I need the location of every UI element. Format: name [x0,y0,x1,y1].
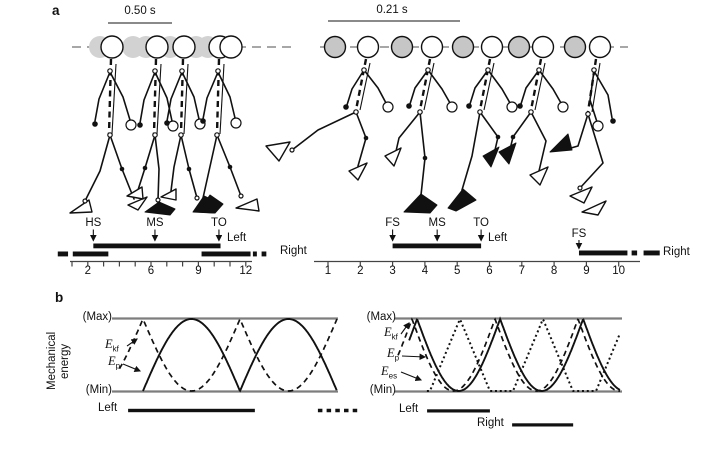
walking-head [219,35,243,59]
running-figure-to [447,58,518,212]
running-head-shaded [507,35,531,59]
walking-ep-label: Ep [108,354,121,371]
running-scale-label: 0.21 s [376,4,408,16]
running-head-shaded [451,35,475,59]
energy-curve-Ekf [118,317,338,392]
running-head [588,35,612,59]
energy-curve-Ees [426,317,621,392]
running-ees-label: Ees [381,364,398,381]
running-head-shaded [323,35,347,59]
running-ruler-tick-label: 4 [421,265,429,277]
running-left-stance-bar [392,243,482,249]
running-footer-right-label: Right [477,417,504,429]
running-ekf-arrow [400,322,410,335]
running-event-ms: MS [428,217,446,229]
running-head [531,35,555,59]
footer-right-stance-bar [512,423,574,427]
running-ruler-tick-label: 6 [486,265,493,277]
walking-figure-3 [160,58,222,214]
running-ruler-tick-label: 10 [612,265,626,277]
running-head-shaded [390,35,414,59]
running-head [356,35,380,59]
panel-b-label: b [55,290,64,305]
running-ruler-tick-label: 9 [583,265,590,277]
walking-figure-ms [126,58,179,216]
walking-ruler-tick-label: 12 [239,265,253,277]
running-min-label: (Min) [369,384,396,396]
walking-right-stance-bar-segment [252,251,257,257]
walking-ruler-tick-label: 2 [84,265,91,277]
panel-a-label: a [52,3,60,18]
walking-figure-to [197,58,260,214]
running-stick-figures [265,58,616,216]
running-head-circles [323,35,612,59]
running-head [480,35,504,59]
walking-ep-arrow [122,363,142,372]
walking-stick-figures [69,58,260,216]
running-left-stance-label: Left [488,232,508,244]
running-head [420,35,444,59]
walking-right-stance-bar-segment [261,251,267,257]
running-figure-fs [384,58,458,214]
running-ruler-tick-label: 3 [389,265,396,277]
running-ruler-tick-label: 7 [518,265,525,277]
running-ep-arrow [401,353,427,361]
walking-right-stance-bar-segment [57,251,69,257]
running-figure-1 [265,58,394,181]
running-right-stance-bar-segment [643,250,660,256]
running-right-stance-bar-segment [631,250,638,256]
walking-left-stance-bar [93,243,221,249]
walking-ekf-label: Ekf [105,337,119,354]
running-right-stance-label: Right [663,246,690,258]
walking-scale-label: 0.50 s [124,5,156,17]
running-event-to: TO [473,217,489,229]
running-footer-left-label: Left [399,403,419,415]
walking-event-ms: MS [146,217,164,229]
running-right-stance-bar-segment [578,250,628,256]
walking-figure-hs [69,58,148,214]
footer-left-stance-bar [128,408,255,413]
walking-right-stance-bar-segment [201,251,251,257]
running-right-event-fs: FS [571,228,587,240]
walking-max-label: (Max) [82,311,112,323]
walking-energy-curves [118,317,359,413]
walking-timeline [57,229,267,267]
walking-ruler-tick-label: 6 [147,265,155,277]
running-energy-curves [397,316,621,427]
running-ruler-tick-label: 5 [453,265,461,277]
walking-footer-left-label: Left [98,402,118,414]
walking-right-stance-label: Right [280,245,307,257]
running-ekf-label: Ekf [384,325,398,342]
energy-curve-Ep [408,316,621,392]
running-max-label: (Max) [366,311,396,323]
running-ees-arrow [400,371,423,382]
walking-left-stance-label: Left [227,232,247,244]
footer-left-stance-bar [427,409,490,413]
walking-event-to: TO [211,217,227,229]
energy-curve-Ep [142,318,338,393]
walking-head [172,35,196,59]
running-figure-pre-fs [549,58,616,216]
running-ruler-tick-label: 2 [357,265,364,277]
running-ruler-tick-label: 8 [550,265,558,277]
running-event-fs: FS [385,217,400,229]
walking-head [145,35,169,59]
walking-min-label: (Min) [85,384,112,396]
walking-event-hs: HS [85,217,102,229]
walking-right-stance-bar-segment [72,251,109,257]
energy-curve-Ekf [397,317,620,392]
walking-ruler-tick-label: 9 [195,265,202,277]
running-ep-label: Ep [387,346,400,363]
running-ruler-tick-label: 1 [324,265,332,277]
running-timeline [314,229,660,267]
running-head-shaded [563,35,587,59]
walking-head-circles [89,35,243,59]
running-figure-airborne [498,58,569,186]
walking-head [100,35,124,59]
